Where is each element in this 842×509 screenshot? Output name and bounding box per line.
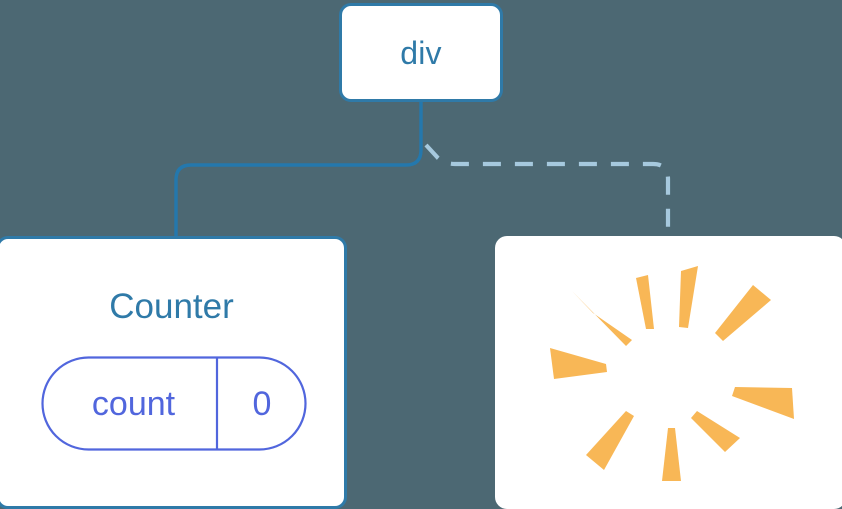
burst-ray	[636, 275, 654, 329]
state-pill-value: 0	[252, 384, 272, 423]
node-counter[interactable]: Counter count 0	[0, 236, 347, 509]
state-pill[interactable]: count 0	[41, 356, 307, 451]
node-div-label: div	[400, 34, 442, 71]
burst-ray	[550, 348, 607, 379]
starburst-icon	[550, 266, 794, 481]
state-pill-key: count	[91, 384, 176, 423]
edge-div-to-burst	[424, 143, 671, 238]
node-div[interactable]: div	[339, 3, 503, 102]
burst-ray	[572, 291, 632, 346]
burst-ray	[679, 266, 698, 328]
burst-ray	[586, 411, 634, 470]
node-burst[interactable]	[495, 236, 842, 509]
burst-ray	[662, 428, 681, 481]
node-counter-label: Counter	[109, 287, 234, 326]
burst-ray	[732, 387, 794, 419]
burst-ray	[691, 411, 740, 452]
burst-ray	[715, 285, 771, 341]
edge-div-to-counter	[174, 98, 423, 240]
state-pill-outline	[41, 356, 307, 451]
